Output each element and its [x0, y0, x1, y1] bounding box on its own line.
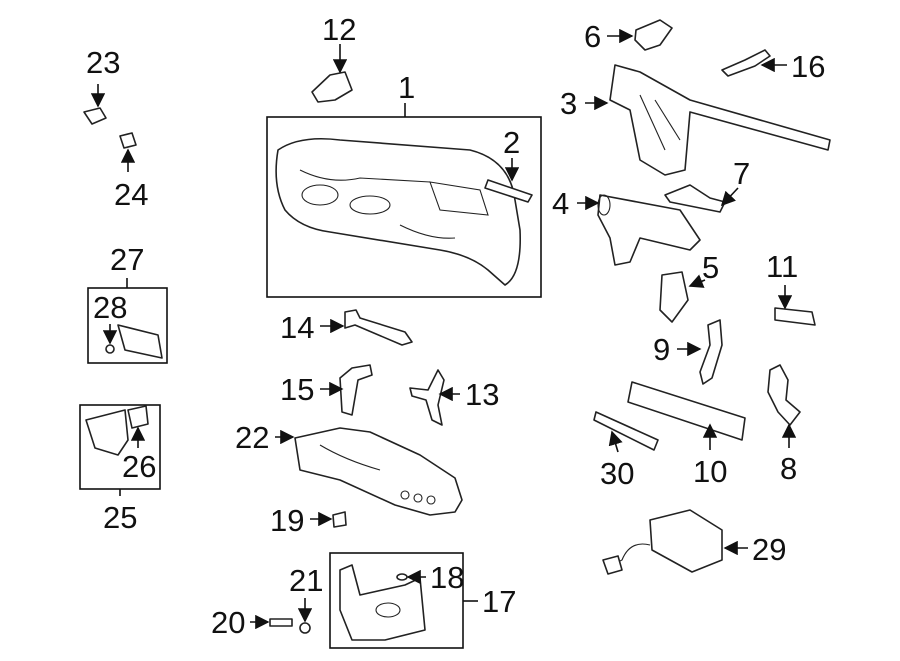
airbag-module-part — [602, 509, 723, 575]
callout-8: 8 — [780, 451, 797, 486]
bracket-9-part — [699, 319, 723, 385]
clip-24-part — [119, 132, 137, 149]
instrument-panel-group-box — [266, 116, 542, 298]
glove-box-door-part — [339, 564, 426, 641]
reinforcement-30-part — [593, 411, 659, 451]
bracket-27-part — [117, 324, 163, 359]
callout-23: 23 — [86, 45, 120, 80]
callout-7: 7 — [733, 156, 750, 191]
callout-20: 20 — [211, 605, 245, 640]
callout-11: 11 — [766, 249, 798, 284]
callout-13: 13 — [465, 377, 499, 412]
bracket-12-part — [311, 71, 353, 103]
callout-5: 5 — [702, 250, 719, 285]
callout-6: 6 — [584, 19, 601, 54]
bracket-16-part — [721, 49, 771, 77]
callout-29: 29 — [752, 532, 786, 567]
cap-23-part — [83, 107, 107, 125]
callout-26: 26 — [122, 449, 156, 484]
trim-26-part — [127, 405, 149, 429]
leader-7 — [720, 187, 739, 207]
callout-15: 15 — [280, 372, 314, 407]
bracket-7-part — [664, 184, 726, 213]
callout-16: 16 — [791, 49, 825, 84]
callout-17: 17 — [482, 584, 516, 619]
leader-30 — [608, 430, 623, 453]
callout-30: 30 — [600, 456, 634, 491]
steering-hanger-beam-part — [609, 64, 831, 176]
bolt-20-part — [269, 618, 293, 627]
instrument-panel-part — [275, 137, 522, 286]
callout-3: 3 — [560, 86, 577, 121]
clip-18-part — [396, 573, 408, 581]
callout-2: 2 — [503, 125, 520, 160]
callout-10: 10 — [693, 454, 727, 489]
callout-12: 12 — [322, 12, 356, 47]
callout-24: 24 — [114, 177, 148, 212]
bracket-15-part — [339, 364, 373, 416]
storage-tray-25-part — [85, 409, 129, 456]
bracket-5-part — [659, 271, 689, 323]
callout-22: 22 — [235, 420, 269, 455]
callout-14: 14 — [280, 310, 314, 345]
callout-25: 25 — [103, 500, 137, 535]
callout-9: 9 — [653, 332, 670, 367]
callout-1: 1 — [398, 70, 415, 105]
lower-panel-22-part — [294, 427, 463, 516]
callout-18: 18 — [430, 560, 464, 595]
screw-28-part — [105, 344, 115, 354]
bracket-13-part — [409, 369, 445, 426]
callout-19: 19 — [270, 503, 304, 538]
bracket-14-part — [344, 309, 413, 346]
trim-strip-part — [484, 179, 533, 203]
callout-27: 27 — [110, 242, 144, 277]
bracket-11-part — [774, 307, 816, 326]
reinforcement-10-part — [627, 381, 746, 441]
clip-21-part — [299, 622, 311, 634]
callout-4: 4 — [552, 186, 569, 221]
bracket-6-part — [634, 19, 673, 51]
callout-21: 21 — [289, 563, 323, 598]
clip-19-part — [332, 511, 347, 528]
leader-5 — [688, 274, 706, 288]
callout-28: 28 — [93, 290, 127, 325]
bracket-8-part — [767, 364, 801, 426]
